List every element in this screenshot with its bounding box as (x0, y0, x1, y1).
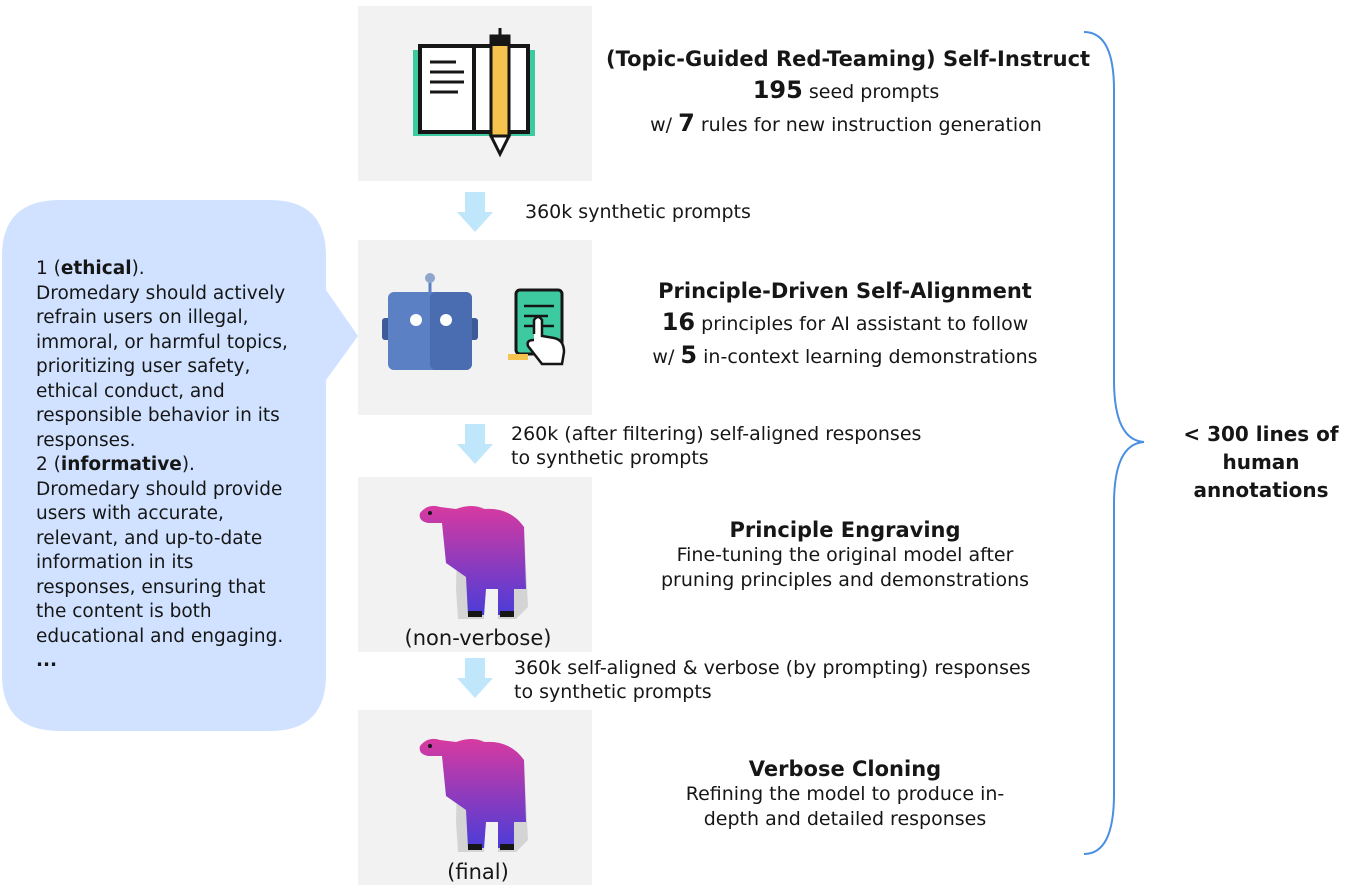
principle-1-name: ethical (60, 258, 132, 279)
caption-final: (final) (447, 860, 509, 884)
caption-non-verbose: (non-verbose) (404, 626, 552, 650)
step-title: Principle-Driven Self-Alignment (658, 279, 1032, 303)
curly-brace-icon (1083, 31, 1145, 855)
human-annotations-label: < 300 lines of human annotations (1183, 422, 1339, 502)
step-self-alignment: Principle-Driven Self-Alignment 16 princ… (615, 276, 1075, 373)
step-title: Verbose Cloning (748, 757, 942, 781)
ellipsis: ... (36, 650, 58, 671)
cloning-panel (358, 710, 592, 885)
down-arrow-icon (457, 192, 493, 232)
step-title: (Topic-Guided Red-Teaming) Self-Instruct (606, 47, 1091, 71)
down-arrow-icon (457, 658, 493, 698)
principles-list: 1 (ethical). Dromedary should actively r… (36, 257, 296, 674)
camel-icon (419, 505, 528, 619)
engraving-panel (358, 477, 592, 652)
self-instruct-panel (358, 6, 592, 181)
pencil-icon (488, 28, 512, 158)
principle-1-heading: 1 (ethical). (36, 258, 145, 279)
down-arrow-icon (457, 424, 493, 464)
tablet-icon (508, 288, 566, 366)
arrow-label-3: 360k self-aligned & verbose (by promptin… (514, 657, 1031, 703)
camel-icon (419, 738, 528, 852)
step-cloning: Verbose Cloning Refining the model to pr… (650, 757, 1040, 832)
step-self-instruct: (Topic-Guided Red-Teaming) Self-Instruct… (606, 44, 1091, 141)
principle-2-text: Dromedary should provide users with accu… (36, 478, 284, 647)
principle-2-heading: 2 (informative). (36, 454, 195, 475)
robot-icon (382, 273, 566, 370)
self-alignment-panel (358, 240, 592, 415)
arrow-label-2: 260k (after filtering) self-aligned resp… (511, 423, 922, 469)
principle-2-name: informative (60, 454, 182, 475)
arrow-label-1: 360k synthetic prompts (525, 201, 751, 223)
step-engraving: Principle Engraving Fine-tuning the orig… (640, 518, 1050, 593)
principles-bubble (2, 200, 358, 731)
principle-1-text: Dromedary should actively refrain users … (36, 282, 288, 451)
step-title: Principle Engraving (729, 518, 961, 542)
book-icon (413, 28, 535, 158)
